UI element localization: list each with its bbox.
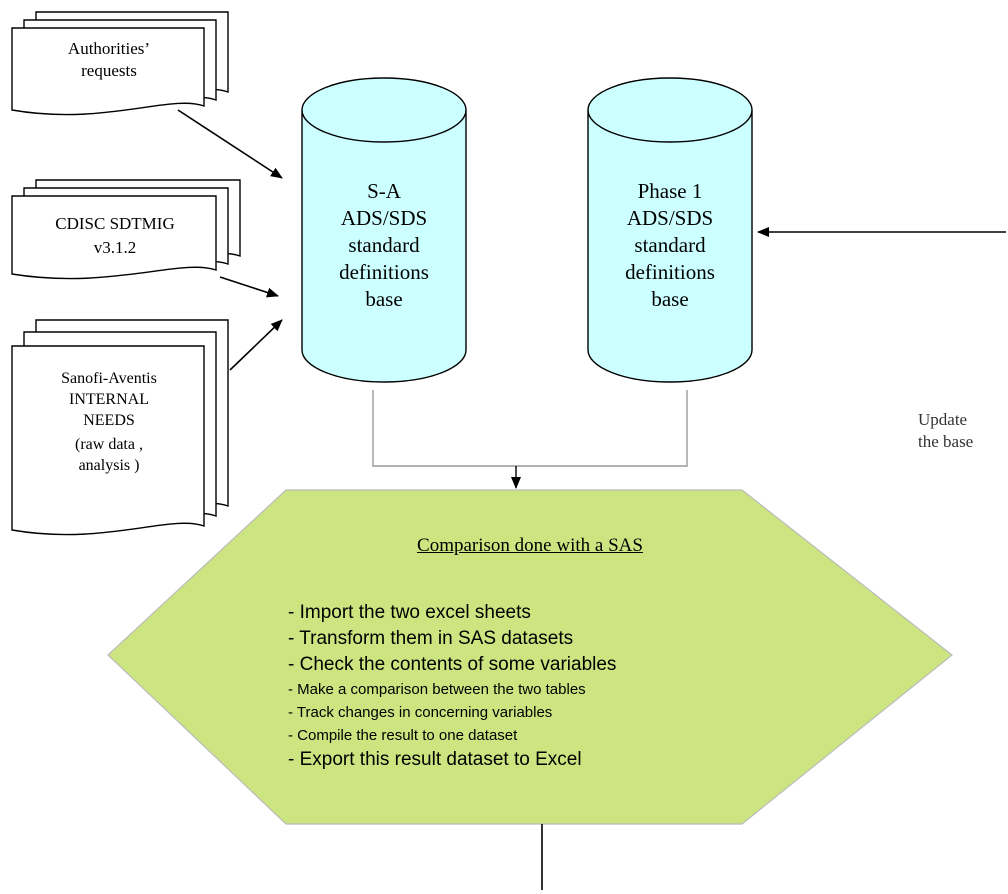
internal-needs-label-line: Sanofi-Aventis <box>61 370 157 387</box>
authorities-label-line: Authorities’ <box>67 39 151 58</box>
database-phase1 <box>587 77 753 383</box>
database-sa-label-line: base <box>365 287 403 311</box>
cdisc-label-line: CDISC SDTMIG <box>55 214 175 233</box>
update-note-line: Update <box>918 410 968 429</box>
database-phase1-label-line: standard <box>634 233 706 257</box>
document-stack-authorities <box>11 11 229 116</box>
update-note-line: the base <box>918 432 974 451</box>
database-phase1-label-line: base <box>651 287 689 311</box>
database-sa-label-line: ADS/SDS <box>340 206 428 230</box>
process-step: - Make a comparison between the two tabl… <box>288 681 586 698</box>
process-steps: - Import the two excel sheets - Transfor… <box>288 600 616 773</box>
internal-needs-label-line: NEEDS <box>83 412 135 429</box>
database-phase1-label-line: definitions <box>625 260 715 284</box>
database-sa-label-line: S-A <box>367 179 401 203</box>
arrow-internal-to-sa <box>229 319 283 371</box>
document-stack-internal-needs <box>11 319 229 536</box>
database-connector <box>372 390 688 467</box>
process-hexagon <box>107 489 953 825</box>
authorities-label: Authorities’ requests <box>14 38 204 82</box>
database-sa <box>301 77 467 383</box>
process-title: Comparison done with a SAS <box>417 535 643 556</box>
cdisc-label-line: v3.1.2 <box>93 238 137 257</box>
process-step: - Export this result dataset to Excel <box>288 749 582 770</box>
update-note: Update the base <box>918 409 1006 453</box>
arrow-authorities-to-sa <box>177 109 283 179</box>
cdisc-label: CDISC SDTMIG v3.1.2 <box>14 212 216 260</box>
database-phase1-label: Phase 1 ADS/SDS standard definitions bas… <box>588 178 752 313</box>
process-step: - Compile the result to one dataset <box>288 727 518 744</box>
authorities-label-line: requests <box>81 61 137 80</box>
process-step: - Import the two excel sheets <box>288 602 531 623</box>
database-phase1-label-line: ADS/SDS <box>626 206 714 230</box>
internal-needs-label-line: INTERNAL <box>69 391 149 408</box>
database-sa-label-line: definitions <box>339 260 429 284</box>
database-phase1-label-line: Phase 1 <box>637 179 703 203</box>
process-step: - Transform them in SAS datasets <box>288 628 574 649</box>
database-sa-label: S-A ADS/SDS standard definitions base <box>302 178 466 313</box>
process-step: - Track changes in concerning variables <box>288 704 553 721</box>
document-stack-cdisc <box>11 179 241 280</box>
internal-needs-label: Sanofi-Aventis INTERNAL NEEDS (raw data … <box>14 368 204 476</box>
internal-needs-label-line: analysis ) <box>78 457 140 474</box>
internal-needs-label-line: (raw data , <box>75 436 143 453</box>
process-step: - Check the contents of some variables <box>288 654 617 675</box>
arrow-cdisc-to-sa <box>219 276 279 298</box>
database-sa-label-line: standard <box>348 233 420 257</box>
